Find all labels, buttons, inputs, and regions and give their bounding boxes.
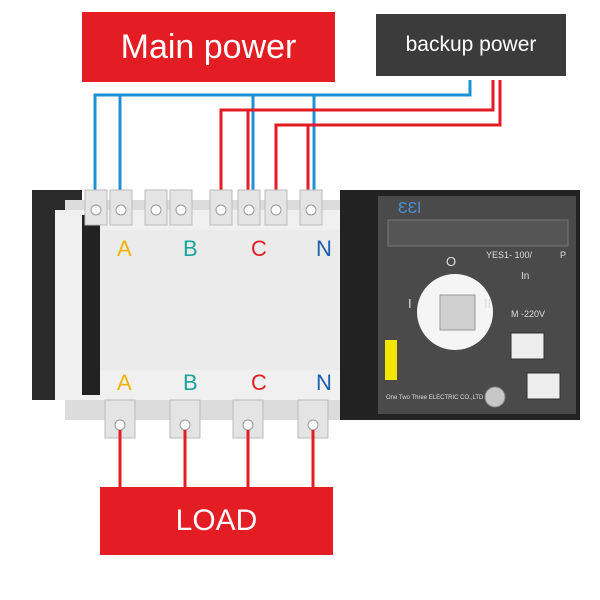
- phase-a-bottom: A: [117, 370, 132, 395]
- position-0: O: [446, 254, 457, 269]
- model-suffix: P: [560, 250, 567, 260]
- main-power-label: Main power: [120, 27, 297, 66]
- main-wires: [219, 80, 502, 200]
- load-label: LOAD: [175, 504, 258, 537]
- position-1: I: [408, 296, 412, 311]
- maker-label: One Two Three ELECTRIC CO.,LTD: [386, 395, 484, 401]
- control-panel: [340, 190, 580, 420]
- voltage-label: M -220V: [511, 309, 546, 319]
- phase-b-top: B: [183, 236, 198, 261]
- phase-c-bottom: C: [251, 370, 267, 395]
- load-box: LOAD: [100, 487, 333, 555]
- backup-power-box: backup power: [376, 14, 566, 76]
- main-power-box: Main power: [82, 12, 335, 82]
- bottom-terminals: [104, 399, 329, 439]
- position-2: II: [484, 296, 492, 311]
- phase-n-bottom: N: [316, 370, 332, 395]
- panel-brand: ƐƐƖ: [398, 200, 421, 217]
- backup-wires: [93, 80, 472, 200]
- phase-a-top: A: [117, 236, 132, 261]
- current-label: In: [521, 271, 530, 282]
- phase-c-top: C: [251, 236, 267, 261]
- switch-body: [32, 190, 345, 420]
- phase-n-top: N: [316, 236, 332, 261]
- load-wires: [118, 430, 315, 490]
- backup-power-label: backup power: [405, 33, 537, 56]
- phase-b-bottom: B: [183, 370, 198, 395]
- model-label: YES1- 100/: [486, 250, 533, 260]
